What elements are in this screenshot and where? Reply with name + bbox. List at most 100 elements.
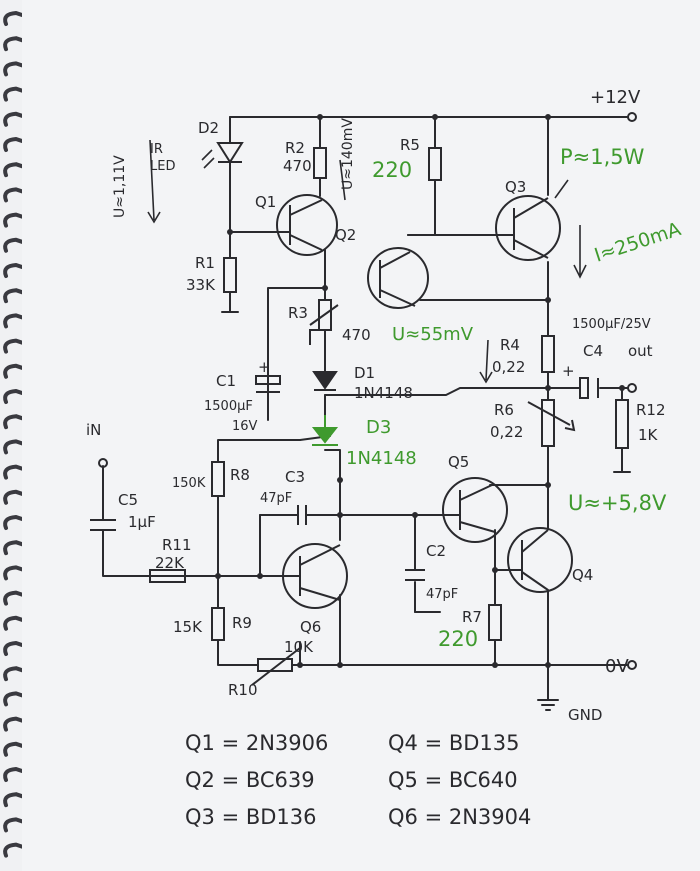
R6-arrow [527,401,576,432]
R1-symbol [223,257,237,293]
transistor-list: Q1 = 2N3906 Q4 = BD135 Q2 = BC639 Q5 = B… [185,731,531,829]
transistor-list-item: Q1 = 2N3906 [185,731,328,755]
R2-ref: R2 [285,139,305,157]
binding-coil [3,817,36,833]
R8-ref: R8 [230,466,250,484]
vcc-label: +12V [590,87,641,108]
binding-coil [3,741,36,757]
R5-ref: R5 [400,136,420,154]
binding-coil [3,842,36,858]
R10-value: 10K [284,638,314,656]
binding-coil [3,86,36,102]
vcc-terminal [627,112,637,122]
C5-value: 1µF [128,513,156,531]
Q3-symbol [495,195,561,261]
binding-coil [3,61,36,77]
zero-volt-label: 0V [605,656,629,677]
C4-ref: C4 [583,342,603,360]
Q2-symbol [367,247,429,309]
Q2-ref: Q2 [335,226,356,244]
R1-value: 33K [186,276,216,294]
C2-ref: C2 [426,542,446,560]
binding-coil [3,615,36,631]
R4-ref: R4 [500,336,520,354]
D2-ref: D2 [198,119,219,137]
R3-value: 470 [342,326,371,344]
transistor-list-item: Q4 = BD135 [388,731,520,755]
gnd-label: GND [568,706,602,724]
C3-symbol [297,505,307,525]
C1-symbol [255,375,281,393]
output-label: out [628,342,653,360]
R7-ref: R7 [462,608,482,626]
R12-ref: R12 [636,401,666,419]
Q4-symbol [507,527,573,593]
out-terminal [627,383,637,393]
binding-coil [3,237,36,253]
binding-coil [3,111,36,127]
C1-rating: 16V [232,419,258,434]
binding-coil [3,464,36,480]
Q6-ref: Q6 [300,618,321,636]
annotation-arrows [147,139,587,384]
R12-symbol [615,399,629,449]
Q5-symbol [442,477,508,543]
transistor-list-item: Q6 = 2N3904 [388,805,531,829]
C5-ref: C5 [118,491,138,509]
Q1-ref: Q1 [255,193,276,211]
C1-ref: C1 [216,372,236,390]
R4-symbol [541,335,555,373]
input-terminal [98,458,108,468]
D2-type-line1: IR [150,142,163,157]
D2-led-symbol [201,142,244,169]
R5-value: 220 [372,158,412,182]
R2-symbol [313,147,327,179]
R11-ref: R11 [162,536,192,554]
transistor-list-item: Q5 = BC640 [388,768,518,792]
D1-value: 1N4148 [354,384,413,402]
binding-coil [3,10,36,26]
R6-value: 0,22 [490,423,523,441]
R8-symbol [211,461,225,497]
R10-ref: R10 [228,681,258,699]
R7-symbol [488,604,502,641]
R3-symbol [309,299,339,345]
binding-coil [3,716,36,732]
D2-voltage: U≈1,11V [112,155,128,218]
C1-cap: 1500µF [204,399,253,414]
R3-ref: R3 [288,304,308,322]
binding-coil [3,691,36,707]
Q1-symbol [276,194,338,256]
transistor-list-item: Q3 = BD136 [185,805,317,829]
binding-coil [3,36,36,52]
D2-type-line2: LED [150,159,175,174]
component-shapes [90,112,637,686]
Q3-ref: Q3 [505,178,526,196]
binding-coil [3,363,36,379]
C2-symbol [405,569,425,581]
junction-dots [215,114,625,668]
R6-ref: R6 [494,401,514,419]
D3-symbol [311,415,339,446]
binding-coil [3,136,36,152]
binding-coil [3,262,36,278]
R11-symbol [149,569,186,583]
R9-ref: R9 [232,614,252,632]
binding-coil [3,565,36,581]
binding-coil [3,514,36,530]
Q3-power: P≈1,5W [560,145,645,169]
C4-plus: + [562,362,575,380]
C2-value: 47pF [426,587,458,602]
D3-value: 1N4148 [346,448,417,469]
binding-coil [3,414,36,430]
binding-coil [3,666,36,682]
input-label: iN [86,421,101,439]
R9-symbol [211,607,225,641]
binding-coil [3,212,36,228]
R4-value: 0,22 [492,358,525,376]
C3-value: 47pF [260,491,292,506]
transistor-list-item: Q2 = BC639 [185,768,315,792]
binding-coil [3,388,36,404]
